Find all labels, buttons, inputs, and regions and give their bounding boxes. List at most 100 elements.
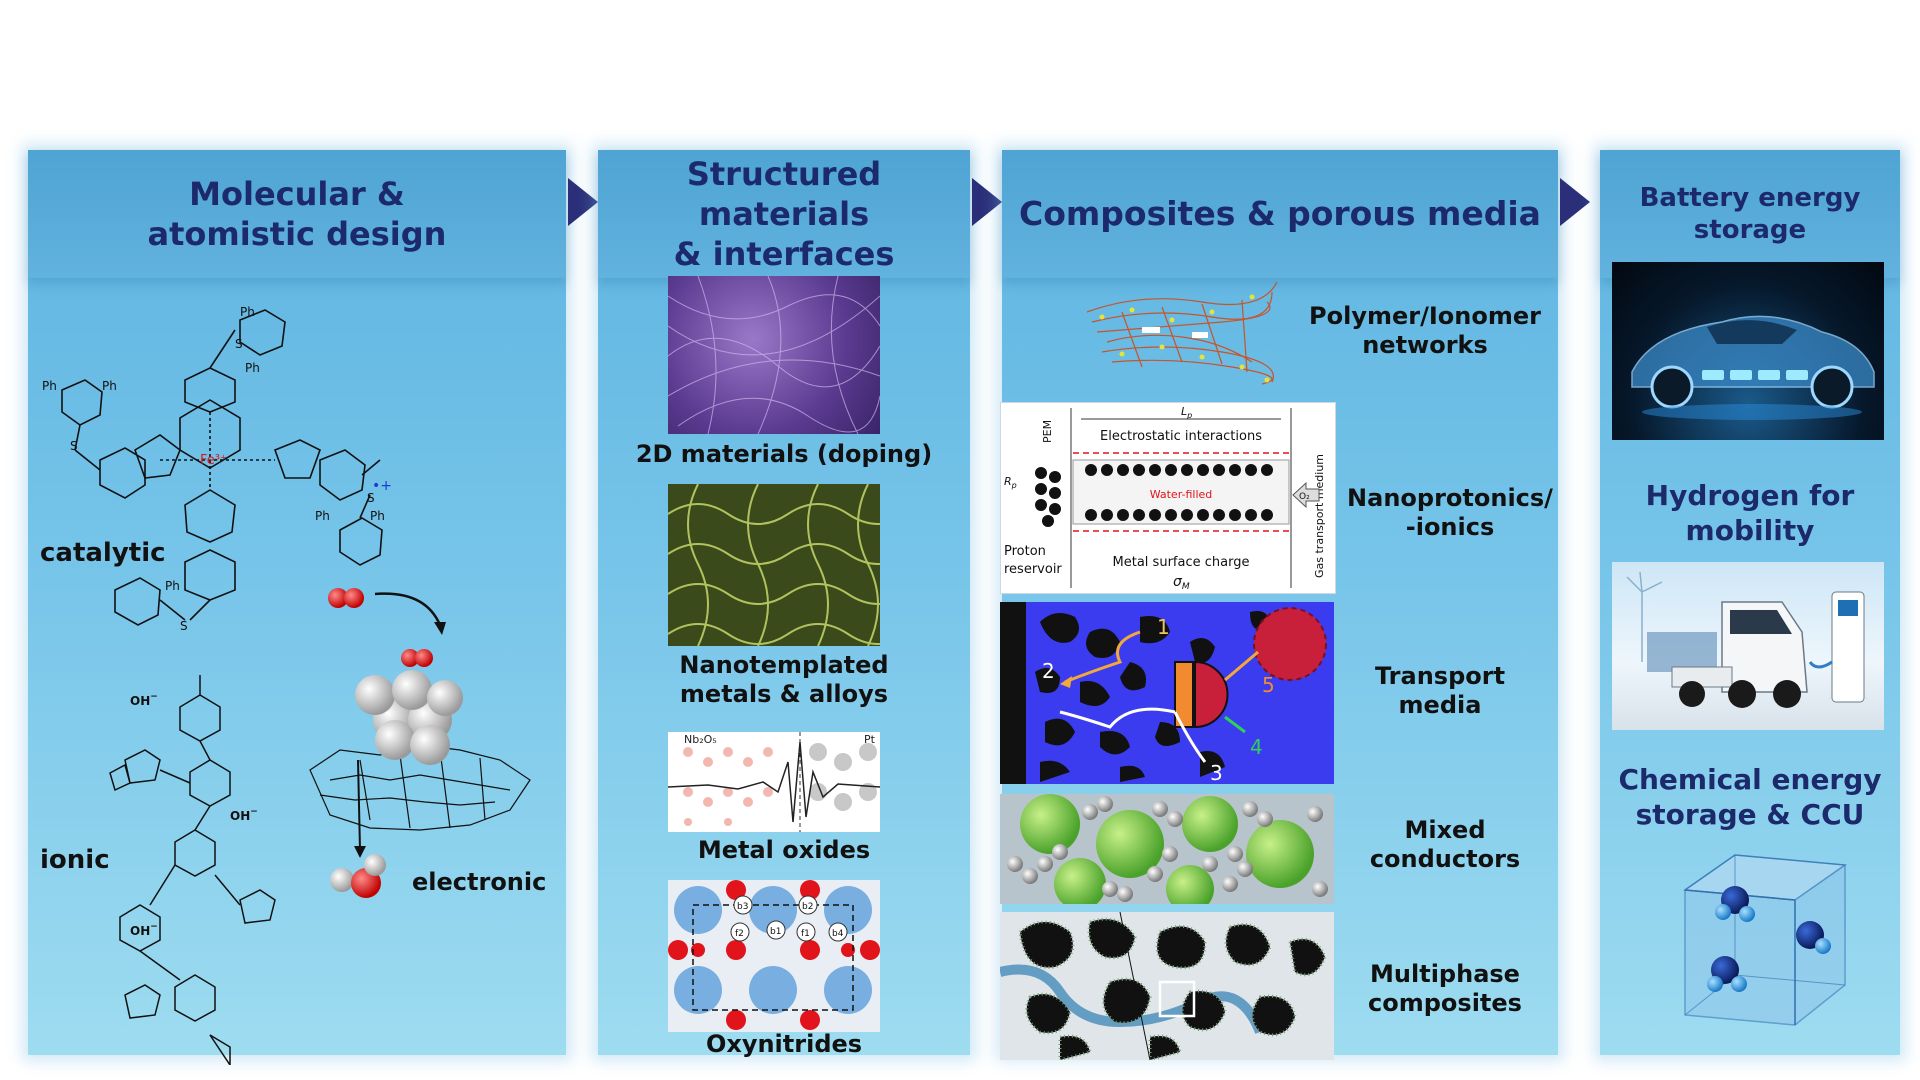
- radical-label: •+: [372, 478, 392, 494]
- hydrogen-truck-image: [1612, 562, 1884, 730]
- site-b4: b4: [832, 929, 844, 939]
- ph-label-4: Ph: [102, 379, 117, 393]
- label-line-1: Chemical energy: [1618, 763, 1882, 796]
- arrow-1: [568, 178, 598, 226]
- label-nanoprotonics: Nanoprotonics/-ionics: [1340, 484, 1560, 542]
- polymer-network-image: [1086, 281, 1278, 385]
- transport-num-2: 2: [1042, 659, 1055, 683]
- ph-label-3: Ph: [42, 379, 57, 393]
- column-molecular: Molecular &atomistic design: [28, 150, 566, 1055]
- label-line-1: Multiphase: [1370, 960, 1520, 988]
- label-line-2: media: [1398, 690, 1482, 719]
- ph-label-2: Ph: [245, 361, 260, 375]
- oh-3: OH: [130, 924, 150, 938]
- header-line-2: storage: [1693, 215, 1807, 245]
- lp-label: L: [1181, 405, 1187, 418]
- label-line-1: Hydrogen for: [1645, 479, 1855, 512]
- rp-sub: p: [1011, 481, 1017, 490]
- transport-num-1: 1: [1157, 615, 1170, 639]
- label-line-2: networks: [1362, 330, 1488, 359]
- mixed-conductors-image: [1000, 794, 1334, 904]
- s-label-bottom: S: [180, 619, 188, 633]
- oh-1: OH: [130, 694, 150, 708]
- o2-label: O₂: [1299, 492, 1310, 502]
- phthalocyanine-structure: Fe³⁺ S Ph Ph Ph Ph S S •+ Ph Ph Ph S: [42, 305, 392, 633]
- header-line-1: Structured materials: [686, 155, 882, 233]
- header-line-2: & interfaces: [673, 235, 895, 273]
- svg-text:OH−: OH−: [130, 922, 158, 938]
- transport-num-3: 3: [1210, 761, 1223, 784]
- gas-transport-label: Gas transport medium: [1313, 454, 1326, 578]
- svg-text:Rp: Rp: [1004, 475, 1017, 490]
- metal-charge-label: Metal surface charge: [1113, 555, 1250, 570]
- image-nanotemplated: [668, 484, 880, 646]
- electrostatic-label: Electrostatic interactions: [1100, 429, 1262, 444]
- ph-label-1: Ph: [240, 305, 255, 319]
- label-line-2: mobility: [1685, 514, 1815, 547]
- site-f2: f2: [735, 929, 744, 939]
- header-molecular: Molecular &atomistic design: [28, 150, 566, 278]
- sigma-label: σ: [1173, 574, 1183, 590]
- proton-label-1: Proton: [1004, 544, 1046, 559]
- ph-label-5: Ph: [315, 509, 330, 523]
- label-ionic: ionic: [40, 845, 110, 875]
- pem-label: PEM: [1041, 420, 1054, 443]
- label-line-2: storage & CCU: [1635, 798, 1865, 831]
- s-label-right: S: [367, 491, 375, 505]
- label-line-2: metals & alloys: [679, 679, 889, 708]
- arrow-3: [1560, 178, 1590, 226]
- site-b1: b1: [770, 927, 781, 937]
- rp-label: R: [1004, 475, 1012, 488]
- svg-text:Lp: Lp: [1181, 405, 1192, 420]
- s-label-left: S: [70, 439, 78, 453]
- svg-text:OH−: OH−: [130, 692, 158, 708]
- proton-label-2: reservoir: [1004, 562, 1062, 577]
- oxide-label-left: Nb₂O₅: [684, 733, 717, 746]
- fe-label: Fe³⁺: [200, 453, 227, 468]
- oh-1-charge: −: [150, 692, 158, 702]
- lp-sub: p: [1186, 411, 1192, 420]
- label-line-2: conductors: [1369, 844, 1521, 873]
- oh-3-charge: −: [150, 922, 158, 932]
- label-oxynitrides: Oxynitrides: [705, 1030, 863, 1058]
- multiphase-composites-image: [1000, 912, 1334, 1060]
- water-label: Water-filled: [1150, 488, 1213, 501]
- label-catalytic: catalytic: [40, 538, 166, 568]
- header-line-1: Battery energy: [1639, 182, 1861, 213]
- ph-label-6: Ph: [370, 509, 385, 523]
- label-line-2: -ionics: [1405, 512, 1495, 541]
- image-metal-oxides: Nb₂O₅ Pt: [668, 732, 880, 832]
- site-b3: b3: [737, 902, 748, 912]
- label-line-1: Nanoprotonics/: [1347, 484, 1553, 512]
- nanoprotonics-schematic: Lp Electrostatic interactions Water-fill…: [1000, 402, 1336, 594]
- header-line-2: atomistic design: [147, 215, 447, 253]
- header-structured: Structured materials& interfaces: [598, 150, 970, 278]
- label-electronic: electronic: [412, 868, 547, 896]
- image-oxynitrides: b3 b2 f2 b1 f1 b4: [668, 880, 880, 1032]
- oxygen-reaction-illustration: [309, 588, 531, 898]
- chemical-storage-cube: [1682, 854, 1848, 1026]
- label-2d-materials: 2D materials (doping): [635, 440, 933, 468]
- transport-num-5: 5: [1262, 673, 1275, 697]
- oh-2: OH: [230, 809, 250, 823]
- s-label-top: S: [235, 337, 243, 351]
- ionic-polymer-structure: OH− OH− OH−: [109, 675, 276, 1065]
- svg-text:OH−: OH−: [230, 807, 258, 823]
- header-line-1: Molecular &: [189, 175, 405, 213]
- label-line-1: Nanotemplated: [679, 651, 889, 679]
- header-composites: Composites & porous media: [1002, 150, 1558, 278]
- header-title: Composites & porous media: [1019, 194, 1541, 234]
- transport-num-4: 4: [1250, 735, 1263, 759]
- svg-text:σM: σM: [1173, 574, 1190, 592]
- sigma-sub: M: [1182, 582, 1190, 592]
- label-line-2: composites: [1368, 988, 1522, 1017]
- label-line-1: Transport: [1374, 662, 1506, 690]
- label-line-1: Polymer/Ionomer: [1309, 302, 1541, 330]
